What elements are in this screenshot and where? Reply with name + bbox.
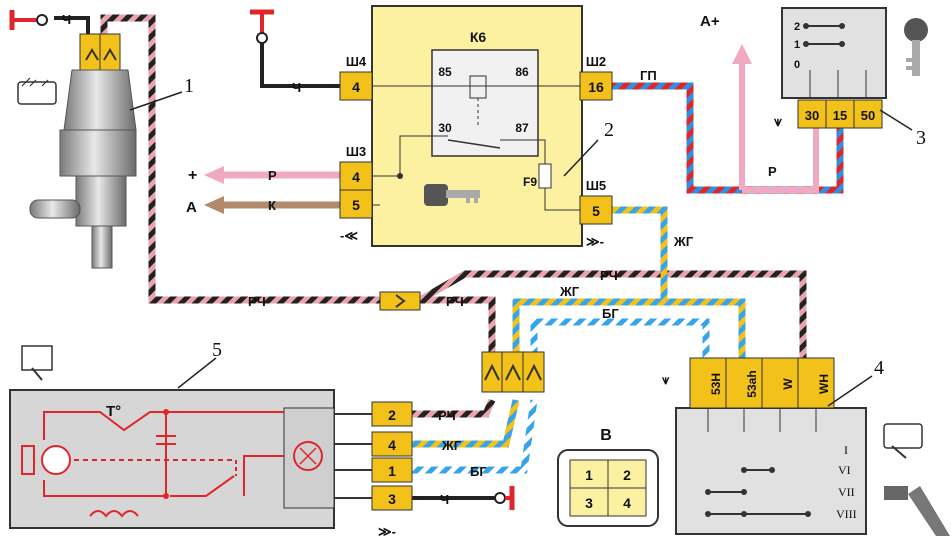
ws-term-53h: 53H xyxy=(709,373,723,395)
fuse-label: F9 xyxy=(523,175,537,189)
thermo-label: T° xyxy=(106,403,121,420)
connector-w2: Ш2 xyxy=(586,54,606,69)
ign-term-30: 30 xyxy=(805,108,819,123)
wiper-switch xyxy=(675,357,950,536)
ign-term-15: 15 xyxy=(833,108,847,123)
relay-block xyxy=(371,5,599,247)
view-b-pin-1: 1 xyxy=(585,467,593,483)
view-b-pin-2: 2 xyxy=(623,467,631,483)
w2-pin: 16 xyxy=(588,79,604,95)
wiper-motor xyxy=(9,345,335,529)
washer-pump xyxy=(29,33,183,269)
wire-label-gp: ГП xyxy=(640,68,657,83)
ws-term-53ah: 53ah xyxy=(745,370,759,397)
wire-label-ch-1: Ч xyxy=(62,12,71,27)
wire-label-k: К xyxy=(268,198,276,213)
wire-label-zhg-2: ЖГ xyxy=(559,284,580,299)
mc-pin-2: 2 xyxy=(388,407,396,423)
ws-pos-i: I xyxy=(844,443,848,457)
ws-pos-viii: VIII xyxy=(836,507,857,521)
ign-term-50: 50 xyxy=(861,108,875,123)
relay-pin-boxes xyxy=(339,71,613,225)
ws-pos-vii: VII xyxy=(838,485,855,499)
relay-name: К6 xyxy=(470,29,487,45)
callout-1: 1 xyxy=(184,75,194,97)
arrow-a-plus: А+ xyxy=(700,13,720,30)
wire-label-p-2: Р xyxy=(768,164,777,179)
ign-pos-1: 1 xyxy=(794,39,800,51)
wire-label-bg-1: БГ xyxy=(602,306,619,321)
wires xyxy=(54,14,844,500)
view-b-pin-3: 3 xyxy=(585,495,593,511)
plug-mark-left: -≪ xyxy=(340,228,358,243)
ign-pos-0: 0 xyxy=(794,59,800,71)
connector-w4: Ш4 xyxy=(346,54,367,69)
relay-pin-86: 86 xyxy=(515,65,529,79)
view-b-pin-4: 4 xyxy=(623,495,631,511)
wire-label-ch-2: Ч xyxy=(292,80,301,95)
wire-label-rch-4: РЧ xyxy=(438,408,456,423)
washer-icon xyxy=(17,77,57,105)
wire-label-zhg-1: ЖГ xyxy=(673,234,694,249)
mc-pin-1: 1 xyxy=(388,463,396,479)
plug-mark-right: ≫- xyxy=(586,234,604,249)
wire-label-ch-3: Ч xyxy=(440,492,449,507)
ign-pos-2: 2 xyxy=(794,21,800,33)
callout-2: 2 xyxy=(604,119,614,141)
w4-pin: 4 xyxy=(352,79,360,95)
wire-label-rch-1: РЧ xyxy=(248,294,266,309)
wire-label-p-1: Р xyxy=(268,168,277,183)
inline-connectors xyxy=(379,291,545,393)
ws-term-wh: WH xyxy=(817,374,831,394)
arrow-a: А xyxy=(186,199,197,216)
ws-term-w: W xyxy=(781,378,795,390)
view-b-connector xyxy=(557,449,659,527)
relay-pin-85: 85 xyxy=(438,65,452,79)
connector-w3: Ш3 xyxy=(346,144,366,159)
view-b-title: В xyxy=(600,427,612,444)
mc-pin-4: 4 xyxy=(388,437,396,453)
callout-4: 4 xyxy=(874,357,884,379)
ignition-switch xyxy=(781,7,928,131)
plug-mark-ws: ⩛ xyxy=(661,372,670,387)
wire-label-rch-2: РЧ xyxy=(446,294,464,309)
motor-connector xyxy=(371,401,413,511)
wire-label-rch-3: РЧ xyxy=(600,268,618,283)
w3-pin-top: 4 xyxy=(352,169,360,185)
w3-pin-bottom: 5 xyxy=(352,197,360,213)
w5-pin: 5 xyxy=(592,203,600,219)
wire-label-bg-2: БГ xyxy=(470,464,487,479)
wire-label-zhg-3: ЖГ xyxy=(441,438,462,453)
plug-mark-ign: ⩛ xyxy=(773,113,783,129)
ws-pos-vi: VI xyxy=(838,463,851,477)
relay-pin-30: 30 xyxy=(438,121,452,135)
plug-mark-mc: ≫- xyxy=(378,524,396,539)
power-terminals xyxy=(9,9,515,510)
connector-w5: Ш5 xyxy=(586,178,606,193)
relay-pin-87: 87 xyxy=(515,121,529,135)
callout-3: 3 xyxy=(916,127,926,149)
arrow-plus: + xyxy=(188,167,197,184)
mc-pin-3: 3 xyxy=(388,491,396,507)
callout-5: 5 xyxy=(212,339,222,361)
